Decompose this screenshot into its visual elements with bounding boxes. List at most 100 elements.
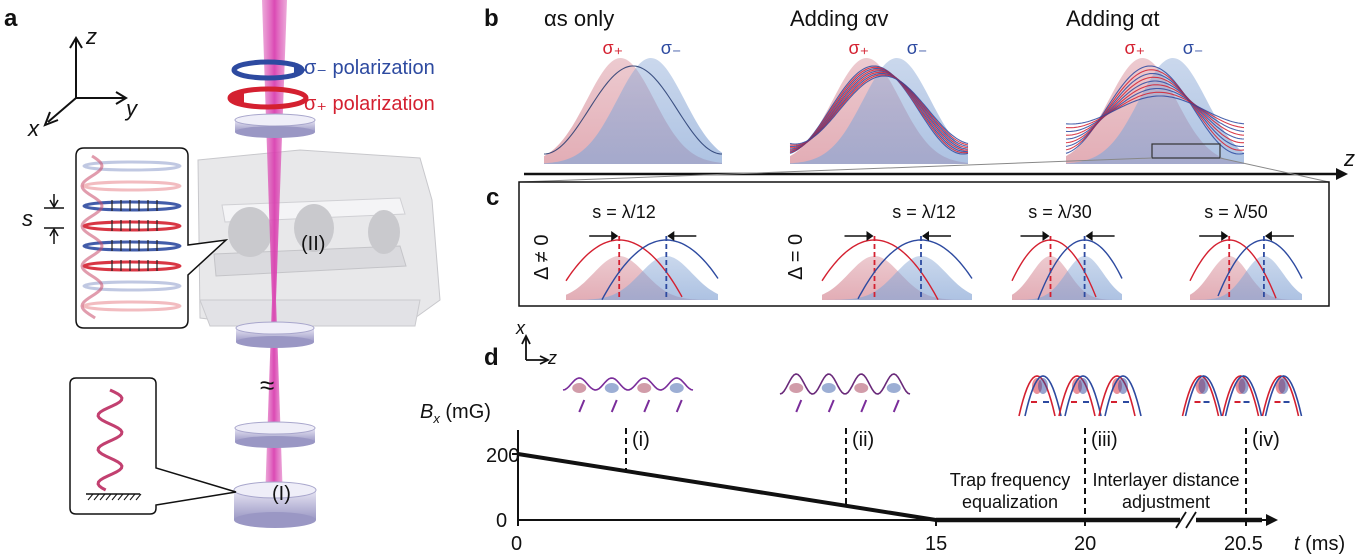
atom-cloud — [1238, 378, 1249, 394]
hatch-line — [123, 493, 130, 501]
trap-well — [1224, 375, 1263, 417]
atom-cloud — [854, 383, 869, 393]
panel-label-a: a — [4, 5, 18, 32]
lens-lower — [234, 421, 316, 448]
spacing-value-3: s = λ/30 — [1028, 202, 1092, 222]
potential-curve — [789, 67, 969, 153]
panel-label-c: c — [486, 184, 499, 211]
atom-cloud — [637, 383, 652, 393]
trap-cell-3: s = λ/30 — [1011, 202, 1123, 301]
potential-curve — [1065, 91, 1245, 129]
y-tick-200: 200 — [486, 445, 519, 467]
trap-envelope — [566, 256, 718, 300]
gap-arrowhead — [866, 231, 874, 241]
gap-arrowhead — [922, 231, 929, 241]
spacing-label: s — [22, 206, 33, 231]
laser-beam-lower — [265, 300, 283, 500]
spacing-value-1: s = λ/12 — [592, 202, 656, 222]
spin-arrow — [860, 399, 868, 413]
zoom-line-left — [518, 157, 1153, 183]
lattice-potential — [562, 377, 694, 391]
trap-well — [1098, 375, 1136, 417]
potential-curve — [789, 69, 968, 151]
axis-z-label: z — [85, 24, 97, 49]
potential-plot-3: σ₊σ₋ — [1065, 38, 1245, 164]
trap-well — [1064, 375, 1102, 417]
gap-arrowhead — [611, 231, 619, 241]
lens-middle — [235, 321, 315, 348]
region-II-label: (II) — [301, 233, 325, 255]
trap-cell-2: s = λ/12 — [821, 202, 973, 301]
trap-well — [1264, 375, 1303, 417]
gap-arrowhead — [1221, 231, 1229, 241]
axis-x-label-d: x — [515, 318, 526, 338]
spacing-value-2: s = λ/12 — [892, 202, 956, 222]
atom-cloud — [821, 383, 836, 393]
marker-i: (i) — [632, 429, 650, 451]
atom-cloud — [604, 383, 619, 393]
panel-label-d: d — [484, 344, 499, 371]
trap-well — [1058, 375, 1096, 417]
beam-break-mark: ≈ — [260, 370, 274, 400]
sigma-plus-label: σ₊ polarization — [304, 93, 435, 115]
lattice-layer — [82, 200, 182, 212]
lattice-layer — [82, 240, 182, 252]
trap-well — [1184, 375, 1223, 417]
sigma-minus-label-b: σ₋ — [907, 38, 928, 58]
sigma-minus-envelope — [1066, 58, 1244, 164]
pair-sketch-iii — [1018, 375, 1142, 417]
sigma-minus-label: σ₋ polarization — [304, 57, 435, 79]
marker-iii: (iii) — [1091, 429, 1118, 451]
lattice-sketch — [562, 377, 694, 413]
spin-arrow — [643, 399, 651, 413]
pair-sketch-iv — [1181, 375, 1303, 417]
potential-curve — [1065, 80, 1245, 140]
atom-cloud — [669, 383, 684, 393]
potential-curve — [543, 65, 723, 155]
polarization-helix — [80, 154, 104, 320]
trap-parabola — [1189, 239, 1277, 299]
stage2-line1: Interlayer distance — [1092, 470, 1239, 490]
trap-parabola — [821, 239, 939, 301]
lattice-layer — [82, 300, 182, 312]
delta-zero-label: Δ = 0 — [785, 234, 807, 280]
gap-arrowhead — [667, 231, 675, 241]
trap-envelope — [1190, 256, 1302, 300]
trap-well — [1104, 375, 1142, 417]
lattice-layer — [82, 220, 182, 232]
x-tick-15: 15 — [925, 533, 947, 554]
y-tick-0: 0 — [496, 510, 507, 532]
y-axis-label: Bx (mG) — [420, 401, 491, 426]
marker-ii: (ii) — [852, 429, 874, 451]
gap-arrowhead — [1264, 231, 1272, 241]
title-b3: Adding αt — [1066, 6, 1159, 31]
atom-cloud — [572, 383, 587, 393]
trap-cell-1: s = λ/12 — [565, 202, 719, 301]
zoom-line-right — [1219, 157, 1330, 183]
potential-curve — [1066, 84, 1245, 136]
gap-arrowhead — [1085, 231, 1093, 241]
trap-parabola — [1011, 239, 1097, 298]
region-I-label: (I) — [272, 483, 291, 505]
trap-well — [1024, 375, 1062, 417]
trap-well — [1261, 375, 1300, 417]
title-b2: Adding αv — [790, 6, 888, 31]
spin-arrow — [675, 399, 683, 413]
bx-ramp-line — [517, 452, 1262, 523]
vacuum-chamber — [197, 149, 441, 331]
hatch-line — [117, 493, 124, 501]
delta-nonzero-label: Δ ≠ 0 — [531, 235, 553, 280]
trap-well — [1181, 375, 1220, 417]
sigma-minus-label-b: σ₋ — [661, 38, 682, 58]
coordinate-axes-d — [521, 333, 551, 365]
mirror-substrate — [233, 481, 317, 528]
x-tick-20-5: 20.5 — [1224, 533, 1263, 554]
trap-parabola — [601, 239, 719, 301]
potential-curve — [789, 66, 969, 154]
lattice-layer — [82, 180, 182, 192]
trap-parabola — [565, 239, 683, 298]
trap-parabola — [1217, 239, 1303, 297]
potential-curve — [1065, 95, 1245, 125]
hatch-line — [111, 493, 118, 501]
sigma-minus-label-b: σ₋ — [1183, 38, 1204, 58]
